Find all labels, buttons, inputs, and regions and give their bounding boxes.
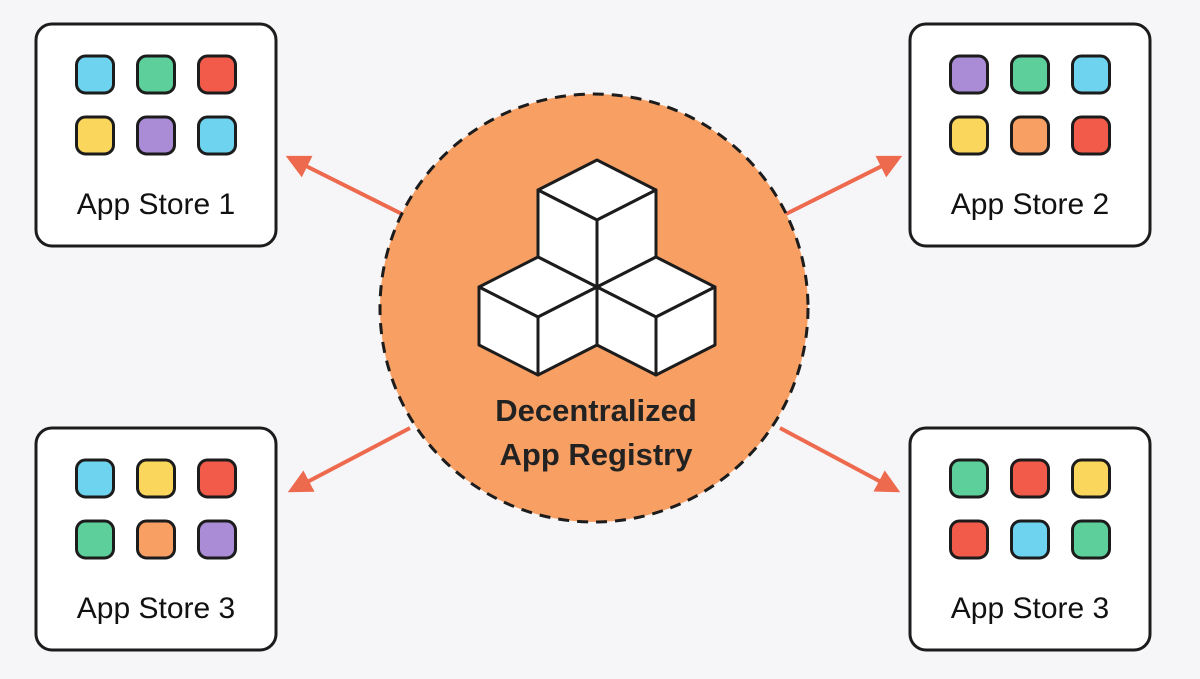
connection-arrows <box>285 155 903 493</box>
registry-node: Decentralized App Registry <box>378 92 810 524</box>
app-icon-tile <box>949 458 989 499</box>
app-store-label: App Store 3 <box>951 592 1109 625</box>
app-icon-tile <box>1010 458 1050 499</box>
app-icon-tile <box>949 54 989 95</box>
app-icon-tile <box>75 54 115 95</box>
arrow-to-store-4 <box>779 426 901 493</box>
arrow-to-store-3 <box>287 426 411 493</box>
app-store-cards: App Store 1 App Store 2 App Store 3 App Sto… <box>34 22 1152 652</box>
arrow-to-store-2 <box>785 155 903 216</box>
app-icon-tile <box>1071 115 1111 156</box>
app-icon-tile <box>136 519 176 560</box>
app-store-label: App Store 2 <box>951 188 1109 221</box>
app-icon-tile <box>197 458 237 499</box>
app-store-card: App Store 1 <box>34 22 278 248</box>
app-icon-tile <box>197 519 237 560</box>
app-icon-tile <box>1010 519 1050 560</box>
app-icon-tile <box>1010 115 1050 156</box>
app-icon-tile <box>136 458 176 499</box>
app-icon-tile <box>136 54 176 95</box>
app-store-card: App Store 3 <box>34 426 278 652</box>
app-icon-tile <box>1010 54 1050 95</box>
app-icon-tile <box>1071 519 1111 560</box>
app-icon-tile <box>1071 54 1111 95</box>
app-icon-tile <box>75 458 115 499</box>
app-icon-tile <box>136 115 176 156</box>
app-icon-tile <box>1071 458 1111 499</box>
arrow-to-store-1 <box>285 155 403 216</box>
app-store-label: App Store 1 <box>77 188 235 221</box>
app-icon-tile <box>75 519 115 560</box>
registry-label-line2: App Registry <box>500 437 694 472</box>
app-icon-tile <box>197 115 237 156</box>
app-icon-tile <box>949 519 989 560</box>
registry-label-line1: Decentralized <box>495 393 697 428</box>
app-store-card: App Store 2 <box>908 22 1152 248</box>
app-icon-tile <box>949 115 989 156</box>
app-icon-tile <box>197 54 237 95</box>
app-icon-tile <box>75 115 115 156</box>
stacked-cubes-icon <box>477 158 717 377</box>
app-store-label: App Store 3 <box>77 592 235 625</box>
app-store-card: App Store 3 <box>908 426 1152 652</box>
